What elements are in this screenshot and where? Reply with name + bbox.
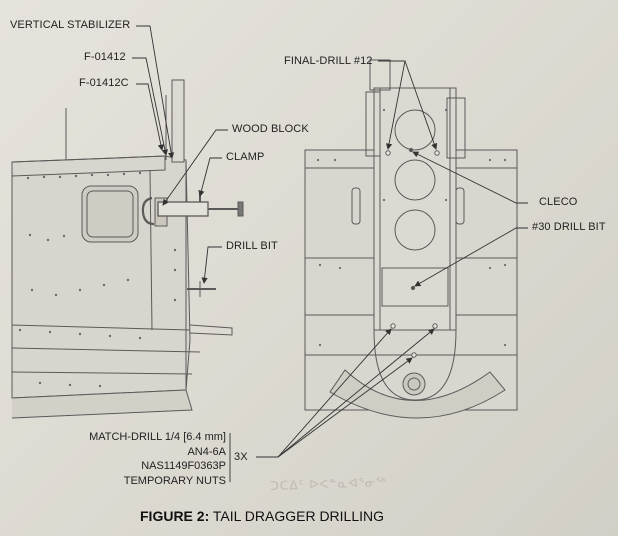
hardware-note: MATCH-DRILL 1/4 [6.4 mm] AN4-6A NAS1149F… — [89, 430, 226, 488]
label-cleco: CLECO — [539, 196, 578, 208]
left-side-view — [11, 79, 244, 419]
label-drill-bit-30: #30 DRILL BIT — [532, 221, 606, 233]
label-final-drill: FINAL-DRILL #12 — [284, 55, 373, 67]
leader-lines — [132, 25, 528, 482]
label-f01412c: F-01412C — [79, 77, 129, 89]
note-line-3: NAS1149F0363P — [141, 460, 226, 472]
note-line-2: AN4-6A — [187, 445, 226, 458]
figure-caption: FIGURE 2: TAIL DRAGGER DRILLING — [140, 508, 384, 524]
note-line-1: MATCH-DRILL 1/4 [6.4 mm] — [89, 431, 226, 443]
label-multiplier: 3X — [234, 451, 248, 463]
label-wood-block: WOOD BLOCK — [232, 123, 309, 135]
label-drill-bit: DRILL BIT — [226, 240, 278, 252]
label-clamp: CLAMP — [226, 151, 265, 163]
label-vertical-stabilizer: VERTICAL STABILIZER — [10, 19, 131, 31]
right-rear-view — [304, 59, 518, 419]
caption-title: TAIL DRAGGER DRILLING — [212, 508, 385, 524]
note-line-4: TEMPORARY NUTS — [123, 474, 226, 487]
label-f01412: F-01412 — [84, 51, 126, 63]
caption-prefix: FIGURE 2: — [140, 508, 210, 524]
